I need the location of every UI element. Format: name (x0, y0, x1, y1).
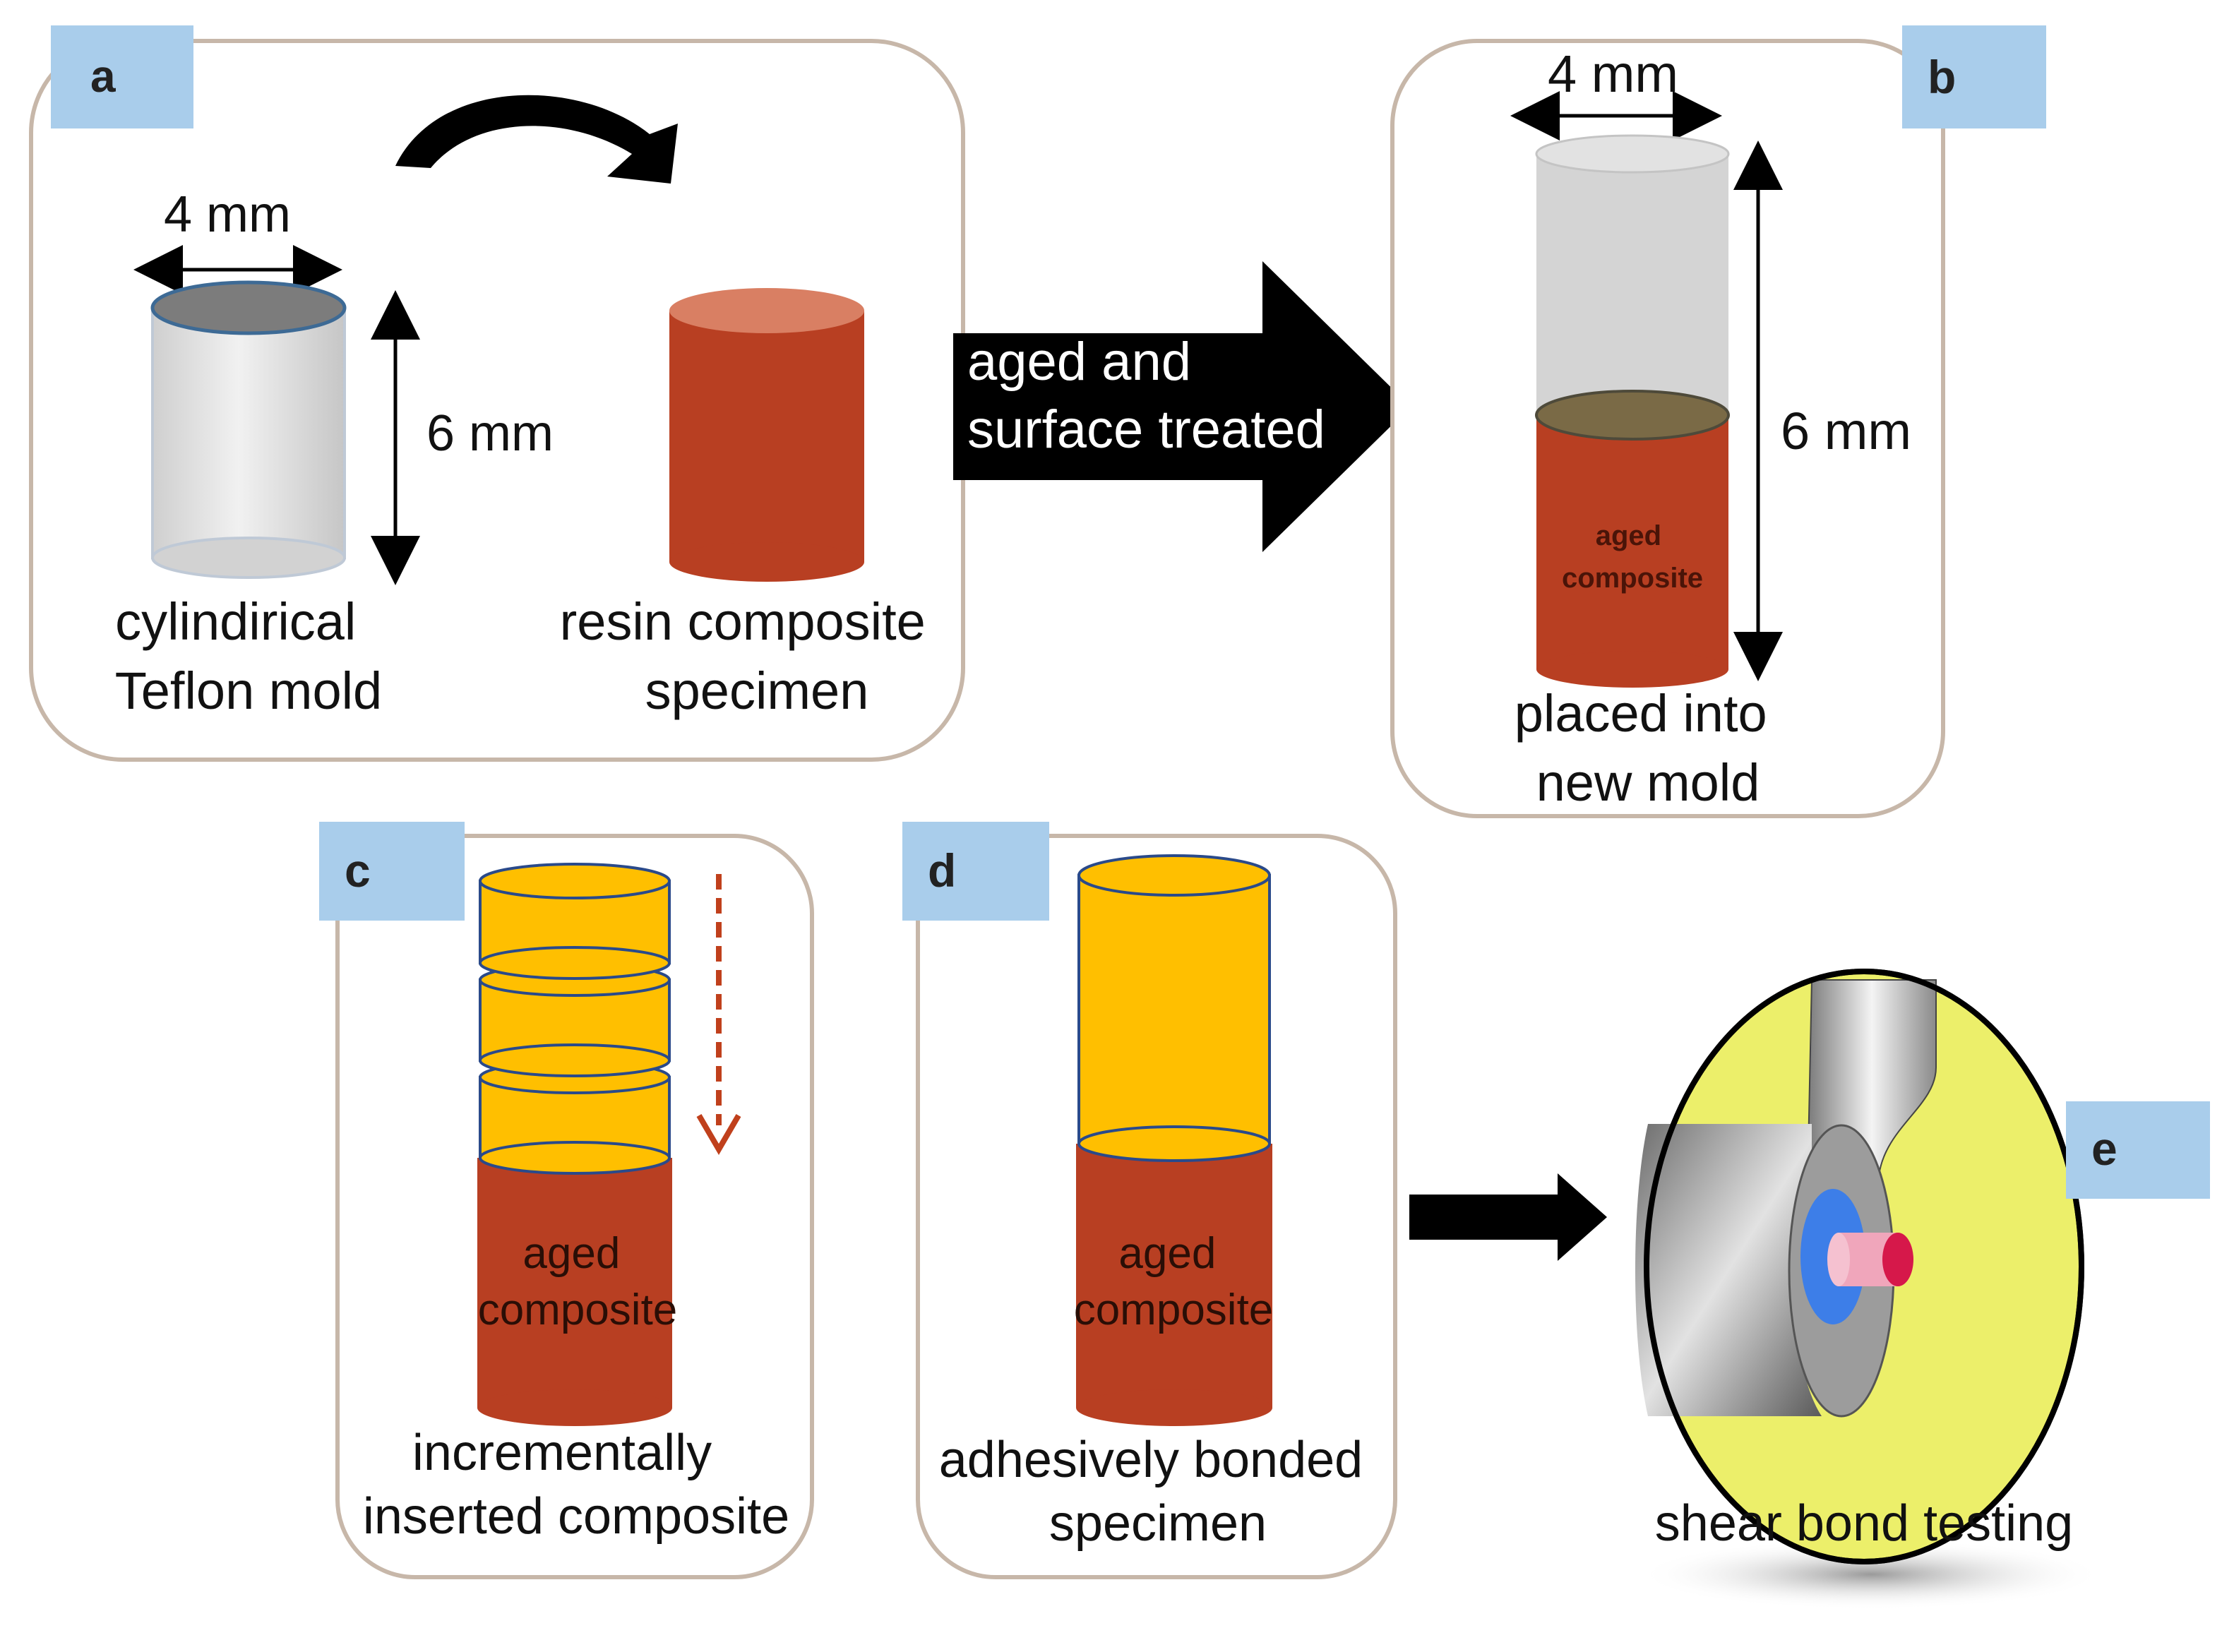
panel-a: a 4 mm 6 mm cylindirical Teflon mold res… (29, 25, 965, 762)
d-cylinder-label-line-2: composite (1074, 1286, 1274, 1334)
panel-c-tag-label: c (345, 844, 371, 897)
c-caption-line-2: inserted composite (363, 1488, 789, 1545)
panel-e-tag-label: e (2091, 1123, 2117, 1175)
big-right-arrow-icon (953, 261, 1411, 552)
d-caption-line-2: specimen (1049, 1495, 1267, 1552)
b-cylinder-label: aged composite (1562, 520, 1703, 594)
b-width-label: 4 mm (1548, 44, 1678, 103)
transition-label-line-2: surface treated (967, 400, 1325, 460)
b-height-label: 6 mm (1781, 402, 1911, 460)
panel-a-tag (51, 25, 193, 128)
specimen-caption-line-1: resin composite (560, 592, 926, 651)
b-cylinder-label-line-2: composite (1562, 563, 1703, 594)
shear-fixture (1635, 969, 2084, 1564)
panel-c-tag (319, 822, 465, 921)
transition-label: aged and surface treated (967, 332, 1325, 460)
panel-d-tag (902, 822, 1049, 921)
panel-d: d aged composite adhesively bonded speci… (902, 822, 1397, 1579)
c-cylinder-label: aged composite (478, 1229, 678, 1334)
mold-caption-line-1: cylindirical (115, 592, 356, 651)
mold-caption-line-2: Teflon mold (115, 662, 382, 720)
d-caption-line-1: adhesively bonded (939, 1432, 1363, 1488)
panel-e-tag (2066, 1101, 2210, 1199)
d-cylinder-label-line-1: aged (1118, 1229, 1216, 1278)
d-caption: adhesively bonded specimen (939, 1432, 1377, 1552)
panel-e: e shear bond testing (1635, 969, 2210, 1610)
incremental-cylinder (477, 863, 672, 1426)
c-cylinder-label-line-2: composite (478, 1286, 678, 1334)
d-to-e-arrow-icon (1409, 1173, 1607, 1261)
panel-c: c aged composite incrementally inserted (319, 822, 814, 1579)
mold-caption: cylindirical Teflon mold (115, 592, 382, 720)
resin-composite-cylinder (669, 288, 864, 582)
panel-d-tag-label: d (928, 844, 956, 897)
dashed-arrow-head-icon (696, 1113, 741, 1155)
panel-b-tag (1902, 25, 2046, 128)
c-caption: incrementally inserted composite (363, 1425, 789, 1545)
teflon-mold-cylinder (150, 280, 347, 579)
transition-arrow: aged and surface treated (953, 261, 1411, 552)
specimen-caption-line-2: specimen (645, 662, 869, 720)
mold-with-aged-composite (1535, 134, 1730, 688)
b-caption-line-1: placed into (1515, 684, 1767, 743)
specimen-caption: resin composite specimen (560, 592, 940, 720)
c-cylinder-label-line-1: aged (522, 1229, 620, 1278)
panel-b-tag-label: b (1928, 51, 1956, 103)
b-caption: placed into new mold (1515, 684, 1782, 812)
panel-b: b 4 mm aged composite 6 mm placed into n… (1390, 25, 2046, 818)
c-caption-line-1: incrementally (412, 1425, 712, 1481)
d-cylinder-label: aged composite (1074, 1229, 1274, 1334)
b-cylinder-label-line-1: aged (1596, 520, 1661, 551)
transition-label-line-1: aged and (967, 332, 1191, 392)
bonded-cylinder (1076, 854, 1272, 1426)
mold-height-label: 6 mm (426, 405, 554, 462)
curved-arrow-icon (395, 95, 678, 184)
mold-width-label: 4 mm (164, 186, 291, 243)
b-caption-line-2: new mold (1536, 753, 1760, 812)
shadow (1638, 1539, 2104, 1610)
panel-a-tag-label: a (90, 51, 116, 102)
e-caption: shear bond testing (1655, 1495, 2073, 1552)
